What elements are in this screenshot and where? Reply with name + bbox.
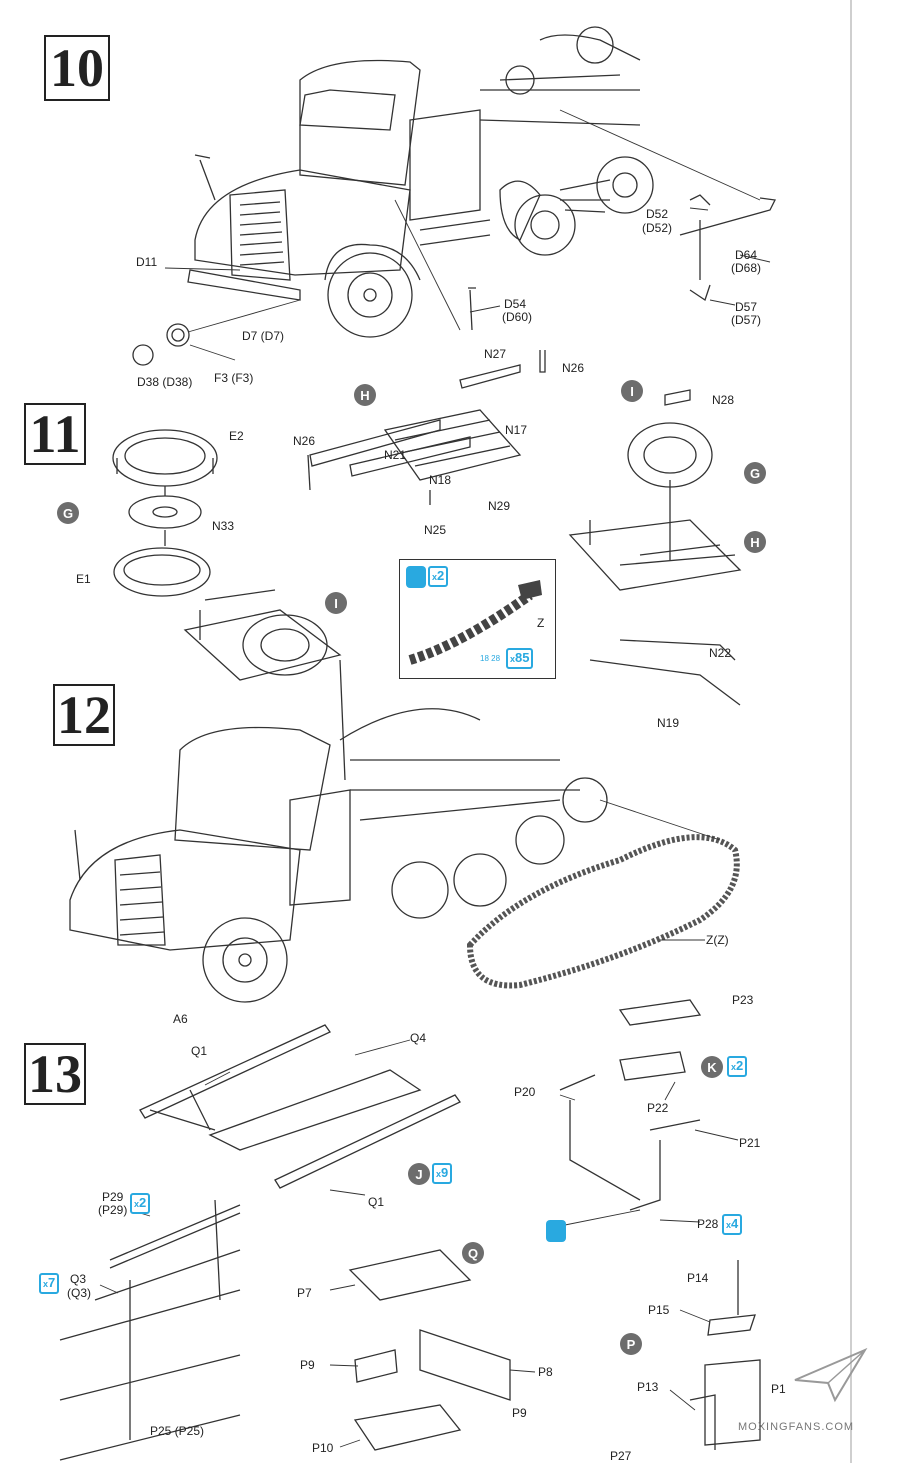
part-label-n26-left: N26 [293, 434, 316, 448]
subassembly-badge-g: G [57, 502, 79, 524]
part-label-d64-alt: (D68) [731, 261, 762, 275]
k-quantity-badge: x2 [727, 1056, 748, 1077]
part-label-p29-alt: (P29) [98, 1203, 128, 1217]
part-label-n18: N18 [429, 473, 452, 487]
part-label-q3-alt: (Q3) [67, 1286, 91, 1300]
part-label-n28: N28 [712, 393, 735, 407]
part-label-e2: E2 [229, 429, 244, 443]
p29-quantity-badge: x2 [130, 1193, 151, 1214]
part-label-n19: N19 [657, 716, 680, 730]
part-label-d64: D64 [735, 248, 758, 262]
k-quantity-value: 2 [736, 1058, 744, 1073]
part-label-p15: P15 [648, 1303, 670, 1317]
part-label-n21: N21 [384, 448, 407, 462]
part-label-p25: P25 (P25) [150, 1424, 205, 1438]
part-label-n17: N17 [505, 423, 528, 437]
part-label-d52: D52 [646, 207, 669, 221]
step11-right-drawing [568, 389, 742, 706]
step-number-13: 13 [24, 1043, 86, 1105]
subassembly-badge-h-right: H [744, 531, 766, 553]
step13-drawing [59, 999, 761, 1461]
part-label-n29: N29 [488, 499, 511, 513]
subassembly-badge-q: Q [462, 1242, 484, 1264]
track-range-label: 18 28 [480, 654, 501, 663]
step11-bed-drawing [307, 350, 546, 505]
j-quantity-badge: x9 [432, 1163, 453, 1184]
part-label-p28: P28 [697, 1217, 719, 1231]
part-label-p13: P13 [637, 1380, 659, 1394]
step12-spare-drawing [183, 589, 346, 781]
part-label-d57: D57 [735, 300, 758, 314]
step-number-12: 12 [53, 684, 115, 746]
part-label-zz: Z(Z) [706, 933, 729, 947]
part-label-q1-bottom: Q1 [368, 1195, 385, 1209]
part-label-z: Z [537, 616, 545, 630]
step11-wheel-drawing [112, 429, 218, 597]
p28-quantity-badge: x4 [722, 1214, 743, 1235]
track-detail-inset: x2 Z 18 28 x85 [399, 559, 556, 679]
glue-icon [406, 566, 426, 588]
watermark-text: MOXINGFANS.COM [738, 1421, 855, 1433]
part-label-a6: A6 [173, 1012, 188, 1026]
part-label-p9-right: P9 [512, 1406, 527, 1420]
part-label-p9-left: P9 [300, 1358, 315, 1372]
subassembly-badge-j: J [408, 1163, 430, 1185]
part-label-p22: P22 [647, 1101, 669, 1115]
part-label-f3: F3 (F3) [214, 371, 254, 385]
subassembly-badge-h: H [354, 384, 376, 406]
part-label-n25: N25 [424, 523, 447, 537]
part-label-d57-alt: (D57) [731, 313, 762, 327]
p28-quantity-value: 4 [731, 1216, 739, 1231]
part-label-e1: E1 [76, 572, 91, 586]
paper-plane-logo-icon [794, 1347, 868, 1403]
part-label-p10: P10 [312, 1441, 334, 1455]
part-label-n22: N22 [709, 646, 732, 660]
part-label-d11: D11 [136, 255, 158, 269]
subassembly-badge-k: K [701, 1056, 723, 1078]
part-label-q4: Q4 [410, 1031, 427, 1045]
track-quantity-value: 2 [437, 568, 445, 583]
step10-truck-drawing [132, 26, 776, 366]
part-label-q1-top: Q1 [191, 1044, 208, 1058]
part-label-p21: P21 [739, 1136, 761, 1150]
page-edge [850, 0, 852, 1463]
subassembly-badge-p: P [620, 1333, 642, 1355]
part-label-q3: Q3 [70, 1272, 87, 1286]
part-label-p8: P8 [538, 1365, 553, 1379]
track-loop [466, 834, 740, 989]
subassembly-badge-g-right: G [744, 462, 766, 484]
part-label-d54-alt: (D60) [502, 310, 533, 324]
glue-icon-p28 [546, 1220, 566, 1242]
j-quantity-value: 9 [441, 1165, 449, 1180]
part-label-d7: D7 (D7) [242, 329, 285, 343]
track-links-icon [408, 580, 542, 665]
part-label-p1: P1 [771, 1382, 786, 1396]
part-label-p29: P29 [102, 1190, 124, 1204]
track-quantity-badge: x2 [428, 566, 449, 587]
p29-quantity-value: 2 [139, 1195, 147, 1210]
part-label-p23: P23 [732, 993, 754, 1007]
step-number-11: 11 [24, 403, 86, 465]
part-label-n27: N27 [484, 347, 507, 361]
part-label-p14: P14 [687, 1271, 709, 1285]
track-links-count-badge: x85 [506, 648, 534, 669]
part-label-p7: P7 [297, 1286, 312, 1300]
part-label-n26-right: N26 [562, 361, 585, 375]
q3-quantity-badge: x7 [39, 1273, 60, 1294]
subassembly-badge-i: I [621, 380, 643, 402]
part-label-n33: N33 [212, 519, 235, 533]
subassembly-badge-i-step12: I [325, 592, 347, 614]
q3-quantity-value: 7 [48, 1275, 56, 1290]
part-label-d52-alt: (D52) [642, 221, 673, 235]
step12-truck-drawing [69, 708, 608, 1003]
part-label-d38: D38 (D38) [137, 375, 193, 389]
part-label-d54: D54 [504, 297, 527, 311]
track-links-count-value: 85 [515, 650, 530, 665]
part-label-p27: P27 [610, 1449, 632, 1463]
step-number-10: 10 [44, 35, 110, 101]
part-label-p20: P20 [514, 1085, 536, 1099]
